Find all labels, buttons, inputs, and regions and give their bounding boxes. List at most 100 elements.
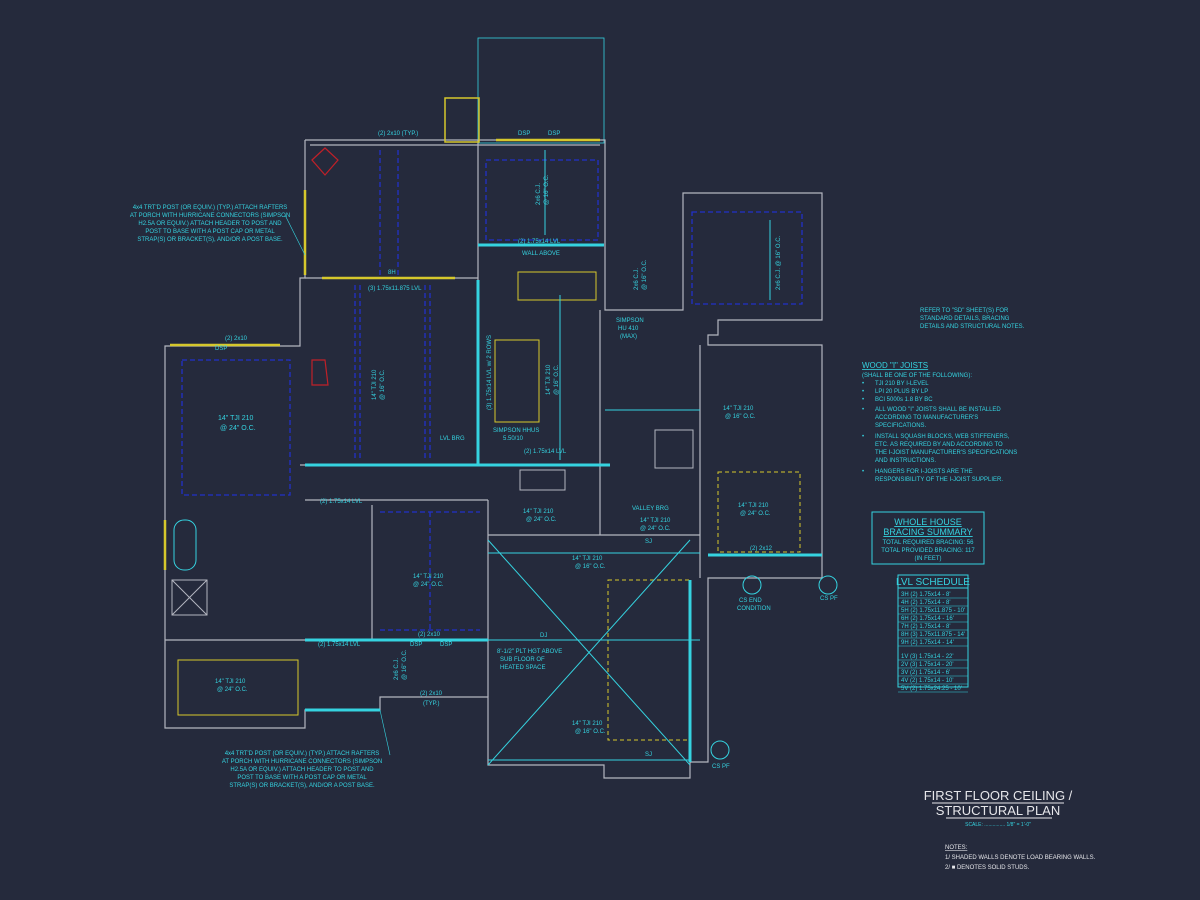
svg-text:TOTAL REQUIRED BRACING: 56: TOTAL REQUIRED BRACING: 56 bbox=[883, 540, 975, 546]
svg-text:HU 410: HU 410 bbox=[618, 326, 639, 332]
plan-labels: (2) 2x10 (TYP.) DSP DSP 2x6 C.J. @ 16" O… bbox=[215, 131, 838, 770]
svg-text:14" TJI 210: 14" TJI 210 bbox=[738, 503, 769, 509]
svg-text:14" TJI 210: 14" TJI 210 bbox=[640, 518, 671, 524]
svg-text:@ 16" O.C.: @ 16" O.C. bbox=[544, 174, 550, 205]
svg-text:THE I-JOIST MANUFACTURER'S SPE: THE I-JOIST MANUFACTURER'S SPECIFICATION… bbox=[875, 450, 1017, 456]
svg-text:(2) 1.75x14 LVL: (2) 1.75x14 LVL bbox=[518, 239, 561, 245]
svg-text:VALLEY BRG: VALLEY BRG bbox=[632, 506, 669, 512]
svg-text:14" TJI 210: 14" TJI 210 bbox=[218, 415, 254, 422]
svg-text:(2) 1.75x14 LVL: (2) 1.75x14 LVL bbox=[524, 449, 567, 455]
svg-text:@ 24" O.C.: @ 24" O.C. bbox=[413, 582, 444, 588]
svg-text:14" TJI 210: 14" TJI 210 bbox=[572, 721, 603, 727]
svg-text:CS PF: CS PF bbox=[820, 596, 838, 602]
lvl-schedule-row: 3H (2) 1.75x14 - 8' bbox=[901, 592, 951, 598]
svg-text:DSP: DSP bbox=[548, 131, 560, 137]
svg-text:DSP: DSP bbox=[440, 642, 452, 648]
bracing-summary: WHOLE HOUSE BRACING SUMMARY TOTAL REQUIR… bbox=[871, 511, 985, 565]
svg-text:AND INSTRUCTIONS.: AND INSTRUCTIONS. bbox=[875, 458, 936, 464]
svg-text:8H: 8H bbox=[388, 270, 396, 276]
svg-text:5.50/10: 5.50/10 bbox=[503, 436, 524, 442]
svg-text:ETC. AS REQUIRED BY AND ACCORD: ETC. AS REQUIRED BY AND ACCORDING TO bbox=[875, 442, 1003, 448]
svg-text:BRACING SUMMARY: BRACING SUMMARY bbox=[883, 527, 972, 537]
title-block: FIRST FLOOR CEILING / STRUCTURAL PLAN SC… bbox=[924, 788, 1073, 828]
svg-text:NOTES:: NOTES: bbox=[945, 845, 968, 851]
svg-text:HANGERS FOR I-JOISTS ARE THE: HANGERS FOR I-JOISTS ARE THE bbox=[875, 469, 973, 475]
svg-text:@ 16" O.C.: @ 16" O.C. bbox=[402, 649, 408, 680]
svg-text:SPECIFICATIONS.: SPECIFICATIONS. bbox=[875, 423, 927, 429]
load-bearing-walls bbox=[163, 97, 801, 741]
svg-text:@ 16" O.C.: @ 16" O.C. bbox=[642, 259, 648, 290]
svg-text:DSP: DSP bbox=[518, 131, 530, 137]
svg-text:TOTAL PROVIDED BRACING: 117: TOTAL PROVIDED BRACING: 117 bbox=[881, 548, 975, 554]
svg-text:STANDARD DETAILS, BRACING: STANDARD DETAILS, BRACING bbox=[920, 316, 1010, 322]
fixtures bbox=[171, 147, 694, 616]
svg-text:2/ ■ DENOTES SOLID STUDS.: 2/ ■ DENOTES SOLID STUDS. bbox=[945, 865, 1030, 871]
svg-text:H2.5A OR EQUIV.) ATTACH HEADER: H2.5A OR EQUIV.) ATTACH HEADER TO POST A… bbox=[138, 221, 282, 227]
svg-text:(SHALL BE ONE OF THE FOLLOWING: (SHALL BE ONE OF THE FOLLOWING): bbox=[862, 373, 972, 379]
svg-text:@ 16" O.C.: @ 16" O.C. bbox=[575, 564, 606, 570]
svg-text:4x4 TRT'D POST (OR EQUIV.) (TY: 4x4 TRT'D POST (OR EQUIV.) (TYP.) ATTACH… bbox=[133, 205, 288, 211]
svg-text:CS PF: CS PF bbox=[712, 764, 730, 770]
garage-outline-above bbox=[477, 37, 605, 144]
svg-text:@ 24" O.C.: @ 24" O.C. bbox=[740, 511, 771, 517]
svg-text:POST TO BASE WITH A POST CAP O: POST TO BASE WITH A POST CAP OR METAL bbox=[145, 229, 275, 235]
svg-text:INSTALL SQUASH BLOCKS, WEB STI: INSTALL SQUASH BLOCKS, WEB STIFFENERS, bbox=[875, 434, 1010, 440]
svg-text:STRUCTURAL PLAN: STRUCTURAL PLAN bbox=[936, 803, 1060, 818]
svg-text:ALL WOOD "I" JOISTS SHALL BE I: ALL WOOD "I" JOISTS SHALL BE INSTALLED bbox=[875, 407, 1001, 413]
svg-text:@ 16" O.C.: @ 16" O.C. bbox=[725, 414, 756, 420]
svg-text:WOOD "I" JOISTS: WOOD "I" JOISTS bbox=[862, 361, 928, 370]
svg-text:AT PORCH WITH HURRICANE CONNEC: AT PORCH WITH HURRICANE CONNECTORS (SIMP… bbox=[222, 759, 382, 765]
refer-note: REFER TO "SD" SHEET(S) FOR STANDARD DETA… bbox=[920, 308, 1025, 330]
svg-text:DSP: DSP bbox=[410, 642, 422, 648]
svg-text:@ 24" O.C.: @ 24" O.C. bbox=[217, 687, 248, 693]
exterior-walls bbox=[164, 139, 823, 779]
beams bbox=[305, 150, 822, 766]
svg-text:14" TJI 210: 14" TJI 210 bbox=[546, 364, 552, 395]
svg-text:DJ: DJ bbox=[540, 633, 547, 639]
svg-text:(2) 2x12: (2) 2x12 bbox=[750, 546, 773, 552]
svg-text:CONDITION: CONDITION bbox=[737, 606, 771, 612]
svg-text:SJ: SJ bbox=[645, 539, 652, 545]
svg-text:BCI 5000s 1.8 BY BC: BCI 5000s 1.8 BY BC bbox=[875, 397, 933, 403]
svg-text:FIRST FLOOR CEILING /: FIRST FLOOR CEILING / bbox=[924, 788, 1073, 803]
svg-text:@ 16" O.C.: @ 16" O.C. bbox=[575, 729, 606, 735]
svg-text:SJ: SJ bbox=[645, 752, 652, 758]
svg-text:2x6 C.J.: 2x6 C.J. bbox=[634, 268, 640, 290]
svg-text:14" TJI 210: 14" TJI 210 bbox=[723, 406, 754, 412]
svg-text:ACCORDING TO MANUFACTURER'S: ACCORDING TO MANUFACTURER'S bbox=[875, 415, 978, 421]
wood-i-joists-notes: WOOD "I" JOISTS (SHALL BE ONE OF THE FOL… bbox=[862, 361, 1017, 483]
svg-text:SUB FLOOR OF: SUB FLOOR OF bbox=[500, 657, 545, 663]
svg-text:(2) 2x10 (TYP.): (2) 2x10 (TYP.) bbox=[378, 131, 418, 137]
svg-text:(3) 1.75x11.875 LVL: (3) 1.75x11.875 LVL bbox=[368, 286, 422, 292]
svg-text:HEATED SPACE: HEATED SPACE bbox=[500, 665, 545, 671]
lvl-schedule-row: 6H (2) 1.75x14 - 16' bbox=[901, 616, 954, 622]
svg-text:14" TJI 210: 14" TJI 210 bbox=[523, 509, 554, 515]
svg-text:TJI 210 BY I-LEVEL: TJI 210 BY I-LEVEL bbox=[875, 381, 929, 387]
svg-text:RESPONSIBILITY OF THE I-JOIST: RESPONSIBILITY OF THE I-JOIST SUPPLIER. bbox=[875, 477, 1003, 483]
lvl-schedule-table: LVL SCHEDULE 3H (2) 1.75x14 - 8' 4H (2) 1… bbox=[896, 574, 970, 693]
lvl-schedule-row: 8H (3) 1.75x11.875 - 14' bbox=[901, 632, 965, 638]
svg-text:2x6 C.J.: 2x6 C.J. bbox=[394, 658, 400, 680]
lvl-schedule-row: 5H (2) 1.75x11.875 - 10' bbox=[901, 608, 965, 614]
svg-text:LPI 20 PLUS BY LP: LPI 20 PLUS BY LP bbox=[875, 389, 928, 395]
svg-text:(MAX): (MAX) bbox=[620, 334, 637, 340]
porch-post-note-top: 4x4 TRT'D POST (OR EQUIV.) (TYP.) ATTACH… bbox=[130, 205, 290, 243]
svg-text:LVL SCHEDULE: LVL SCHEDULE bbox=[896, 577, 970, 588]
svg-text:DETAILS AND STRUCTURAL NOTES.: DETAILS AND STRUCTURAL NOTES. bbox=[920, 324, 1025, 330]
svg-text:WHOLE HOUSE: WHOLE HOUSE bbox=[894, 517, 962, 527]
lvl-schedule-row: 3V (2) 1.75x14 - 6' bbox=[901, 670, 950, 676]
svg-text:LVL BRG: LVL BRG bbox=[440, 436, 465, 442]
svg-text:H2.5A OR EQUIV.) ATTACH HEADER: H2.5A OR EQUIV.) ATTACH HEADER TO POST A… bbox=[230, 767, 374, 773]
svg-text:•: • bbox=[862, 381, 864, 387]
svg-text:STRAP(S) OR BRACKET(S), AND/OR: STRAP(S) OR BRACKET(S), AND/OR A POST BA… bbox=[229, 783, 375, 789]
svg-text:(2) 2x10: (2) 2x10 bbox=[420, 691, 443, 697]
svg-text:WALL ABOVE: WALL ABOVE bbox=[522, 251, 560, 257]
lvl-schedule-row: 4H (2) 1.75x14 - 8' bbox=[901, 600, 951, 606]
lvl-schedule-row: 4V (2) 1.75x14 - 10' bbox=[901, 678, 954, 684]
svg-text:STRAP(S) OR BRACKET(S), AND/OR: STRAP(S) OR BRACKET(S), AND/OR A POST BA… bbox=[137, 237, 283, 243]
svg-text:(2) 1.75x14 LVL: (2) 1.75x14 LVL bbox=[318, 642, 361, 648]
svg-text:POST TO BASE WITH A POST CAP O: POST TO BASE WITH A POST CAP OR METAL bbox=[237, 775, 367, 781]
svg-text:4x4 TRT'D POST (OR EQUIV.) (TY: 4x4 TRT'D POST (OR EQUIV.) (TYP.) ATTACH… bbox=[225, 751, 380, 757]
lvl-schedule-row: 9H (2) 1.75x14 - 14' bbox=[901, 640, 954, 646]
